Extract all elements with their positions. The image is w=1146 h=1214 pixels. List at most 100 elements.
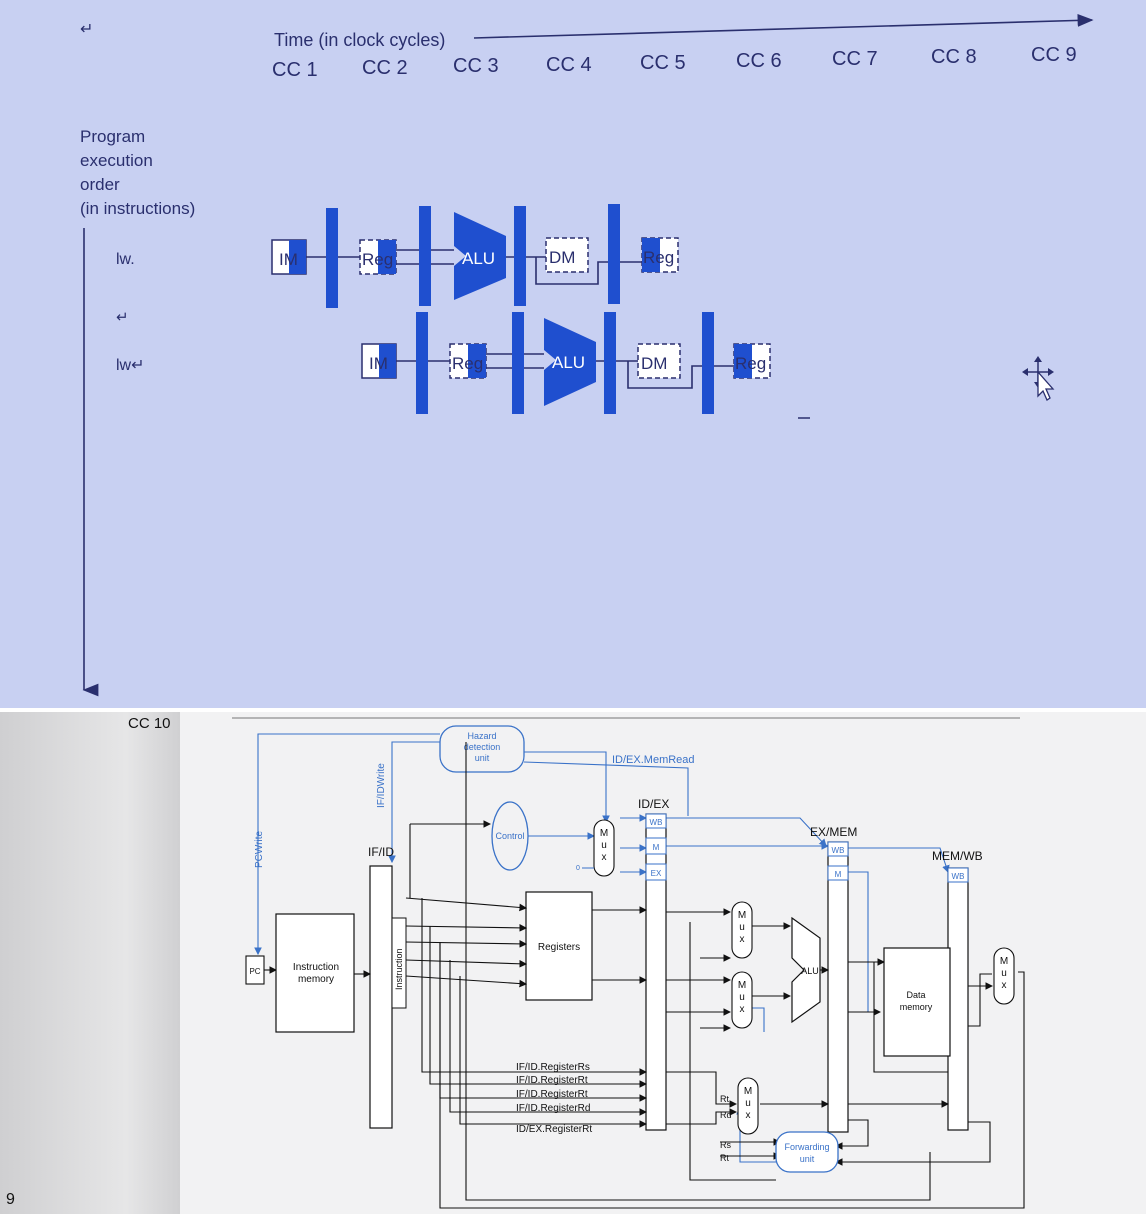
ifid-label: IF/ID (368, 845, 394, 859)
datapath-diagram: CC 10 9 Hazard detection unit ID/EX.MemR… (6, 715, 1025, 1209)
alu-label: ALU (462, 249, 495, 268)
pipeline-row-1: IM Reg ALU DM Reg (271, 204, 679, 308)
cycle-label: CC 6 (736, 50, 782, 72)
svg-text:M: M (835, 870, 842, 879)
svg-text:u: u (601, 840, 607, 851)
left-page (0, 712, 180, 1214)
rs-label: Rs (720, 1140, 731, 1150)
reg-field-label: IF/ID.RegisterRs (516, 1062, 590, 1073)
top-mark: ↵ (80, 21, 93, 38)
ifid-write-label: IF/IDWrite (376, 763, 387, 808)
page-number: 9 (6, 1191, 15, 1208)
dm-label: DM (549, 248, 575, 267)
pipeline-register (326, 208, 338, 308)
rt-label: Rt (720, 1153, 729, 1163)
order-label-line: order (80, 175, 120, 194)
reg-field-label: IF/ID.RegisterRd (516, 1103, 590, 1114)
zero-label: 0 (576, 865, 580, 872)
svg-text:x: x (740, 934, 745, 945)
pipeline-register (416, 312, 428, 414)
svg-text:detection: detection (464, 742, 501, 752)
svg-text:EX: EX (651, 869, 662, 878)
registers (525, 891, 593, 1001)
cycle-label: CC 4 (546, 54, 592, 76)
pipeline-register (512, 312, 524, 414)
alu-shape (454, 212, 506, 300)
alu-label: ALU (801, 966, 819, 976)
reg-field-label: ID/EX.RegisterRt (516, 1124, 592, 1135)
instruction-label: lw↵ (116, 357, 145, 374)
im-label: IM (369, 354, 388, 373)
svg-text:M: M (600, 828, 608, 839)
svg-text:x: x (746, 1110, 751, 1121)
rt-label: Rt (720, 1094, 729, 1104)
idex-label: ID/EX (638, 797, 669, 811)
forward-mux-b: M u x (731, 971, 753, 1029)
svg-text:memory: memory (298, 974, 334, 985)
pipeline-row-2: IM Reg ALU DM Reg (361, 312, 771, 414)
cycle-label: CC 7 (832, 48, 878, 70)
svg-text:M: M (738, 980, 746, 991)
reg-label: Reg (362, 250, 393, 269)
hazard-detection-unit: Hazard detection unit (439, 725, 525, 773)
exmem-label: EX/MEM (810, 825, 857, 839)
svg-text:M: M (738, 910, 746, 921)
pipeline-register (514, 206, 526, 306)
svg-text:Data: Data (906, 990, 925, 1000)
forward-mux-a: M u x (731, 901, 753, 959)
svg-text:memory: memory (900, 1002, 933, 1012)
svg-text:WB: WB (832, 846, 845, 855)
memwb-label: MEM/WB (932, 849, 983, 863)
time-axis-arrow (473, 14, 1094, 39)
forwarding-unit (775, 1131, 839, 1173)
alu-shape (544, 318, 596, 406)
order-label-line: (in instructions) (80, 199, 195, 218)
svg-text:u: u (1001, 968, 1007, 979)
im-label: IM (279, 250, 298, 269)
registers-label: Registers (538, 942, 580, 953)
regdst-mux: M u x (737, 1077, 759, 1135)
control-label: Control (495, 831, 524, 841)
order-label-line: Program (80, 127, 145, 146)
time-label: Time (in clock cycles) (274, 30, 445, 50)
instruction-memory (275, 913, 355, 1033)
alu-label: ALU (552, 353, 585, 372)
instruction-label: Instruction (394, 948, 404, 990)
svg-text:unit: unit (475, 753, 490, 763)
svg-text:x: x (740, 1004, 745, 1015)
wb-reg-label: Reg (735, 354, 766, 373)
move-cursor-icon (1022, 356, 1055, 401)
dm-label: DM (641, 354, 667, 373)
svg-text:u: u (739, 992, 745, 1003)
cc10-label: CC 10 (128, 715, 171, 732)
idex-memread-label: ID/EX.MemRead (612, 754, 695, 766)
cycle-label: CC 1 (272, 59, 318, 81)
instruction-field (391, 917, 407, 1009)
cycle-label: CC 9 (1031, 44, 1077, 66)
svg-text:M: M (744, 1086, 752, 1097)
pipeline-diagram: ↵ Time (in clock cycles) CC 1 CC 2 CC 3 … (80, 14, 1094, 697)
writeback-mux: M u x (993, 947, 1015, 1005)
cycle-label: CC 8 (931, 46, 977, 68)
instruction-label: ↵ (116, 309, 129, 326)
svg-text:u: u (745, 1098, 751, 1109)
pc-label: PC (249, 967, 260, 976)
pipeline-register (419, 206, 431, 306)
pipeline-register (604, 312, 616, 414)
svg-text:WB: WB (952, 872, 965, 881)
data-memory (883, 947, 951, 1057)
cycle-label: CC 2 (362, 57, 408, 79)
reg-field-label: IF/ID.RegisterRt (516, 1089, 588, 1100)
reg-label: Reg (452, 354, 483, 373)
idex-register (645, 813, 667, 1131)
reg-field-label: IF/ID.RegisterRt (516, 1075, 588, 1086)
svg-text:unit: unit (800, 1154, 815, 1164)
svg-text:M: M (653, 843, 660, 852)
pc-write-label: PCWrite (254, 831, 265, 868)
svg-text:WB: WB (650, 818, 663, 827)
alu (791, 916, 821, 1024)
exmem-register (827, 841, 849, 1133)
textbook-photo: CC 10 9 Hazard detection unit ID/EX.MemR… (0, 712, 1146, 1214)
svg-text:Instruction: Instruction (293, 962, 339, 973)
svg-text:x: x (1002, 980, 1007, 991)
